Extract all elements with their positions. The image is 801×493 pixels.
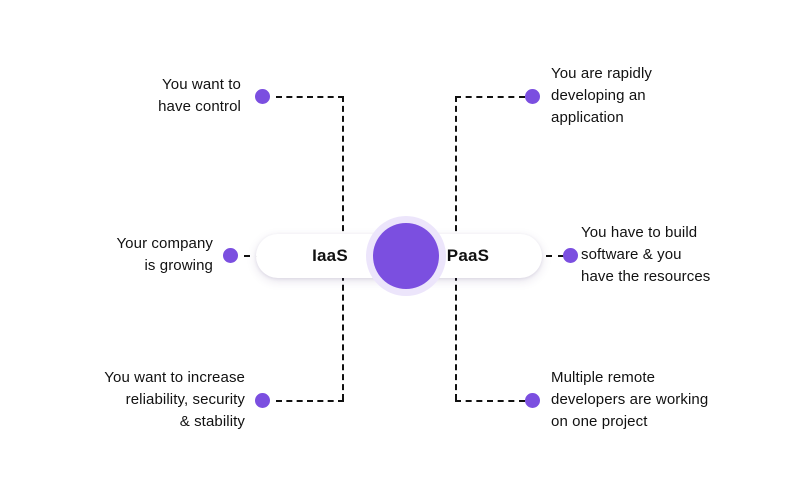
- left-middle-connector: [244, 255, 262, 257]
- right-top-dot: [525, 89, 540, 104]
- left-bottom-connector: [276, 400, 344, 402]
- note-right-middle: You have to build software & you have th…: [581, 224, 711, 285]
- left-top-dot: [255, 89, 270, 104]
- note-left-middle: Your company is growing: [116, 235, 213, 274]
- right-bottom-dot: [525, 393, 540, 408]
- right-middle-dot: [563, 248, 578, 263]
- right-top-connector: [455, 96, 525, 98]
- note-left-bottom: You want to increase reliability, securi…: [104, 369, 245, 430]
- left-top-connector: [276, 96, 344, 98]
- iaas-label: IaaS: [312, 246, 348, 265]
- left-bottom-dot: [255, 393, 270, 408]
- paas-label: PaaS: [446, 246, 490, 265]
- hub-circle-icon: [373, 223, 439, 289]
- note-left-top: You want to have control: [158, 76, 241, 115]
- right-middle-connector: [546, 255, 564, 257]
- note-right-top: You are rapidly developing an applicatio…: [551, 65, 653, 126]
- note-right-bottom: Multiple remote developers are working o…: [551, 369, 709, 430]
- right-bottom-connector: [455, 400, 525, 402]
- left-middle-dot: [223, 248, 238, 263]
